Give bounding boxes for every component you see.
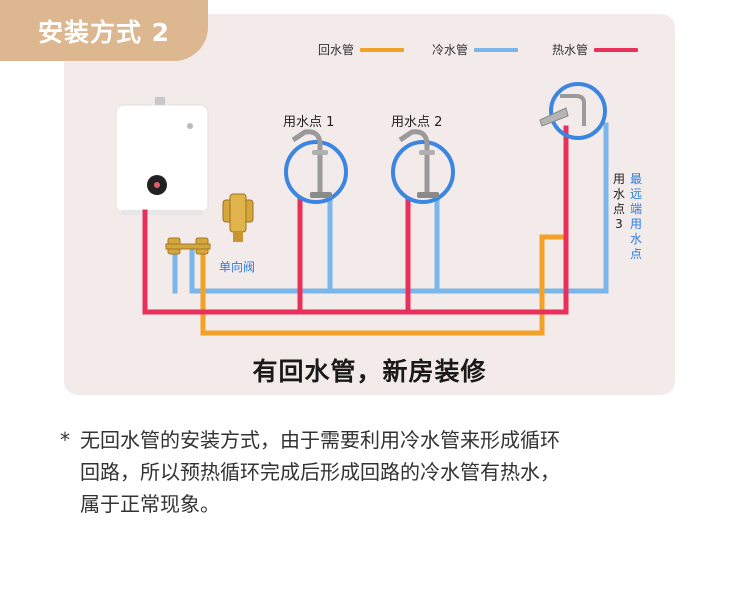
footnote-line: 回路，所以预热循环完成后形成回路的冷水管有热水， (80, 460, 560, 484)
hot-pipes (142, 125, 569, 315)
faucet-1-icon (284, 129, 348, 204)
legend-cold-swatch (474, 47, 519, 52)
legend-cold-label: 冷水管 (432, 43, 469, 57)
inlet-fittings (165, 237, 211, 255)
shower-head-icon (539, 82, 607, 140)
point-2-label: 用水点 2 (391, 115, 443, 130)
footnote-line: 属于正常现象。 (80, 492, 220, 516)
check-valve-icon (222, 193, 254, 242)
point-3-label: 用水点3 (612, 172, 625, 231)
plumbing-diagram (115, 82, 609, 336)
point-3-note: 最远端用水点 (629, 172, 642, 261)
faucet-2-icon (391, 129, 455, 204)
method-title-tag: 安装方式 2 (0, 0, 208, 61)
legend-hot-label: 热水管 (552, 43, 589, 57)
footnote: * 无回水管的安装方式，由于需要利用冷水管来形成循环 回路，所以预热循环完成后形… (60, 424, 700, 520)
footnote-star: * (60, 428, 70, 452)
point-1-label: 用水点 1 (283, 115, 335, 130)
footnote-line: 无回水管的安装方式，由于需要利用冷水管来形成循环 (80, 428, 560, 452)
legend-return-swatch (360, 47, 405, 52)
return-pipe (200, 234, 569, 336)
diagram-caption: 有回水管，新房装修 (252, 357, 487, 386)
legend-hot-swatch (594, 47, 639, 52)
legend-return-label: 回水管 (318, 43, 355, 57)
legend-hot: 热水管 (552, 41, 639, 58)
legend-return: 回水管 (318, 41, 405, 58)
page-title: 安装方式 2 (37, 17, 171, 47)
legend-cold: 冷水管 (432, 41, 519, 58)
check-valve-label: 单向阀 (219, 260, 256, 274)
water-heater (115, 97, 209, 215)
